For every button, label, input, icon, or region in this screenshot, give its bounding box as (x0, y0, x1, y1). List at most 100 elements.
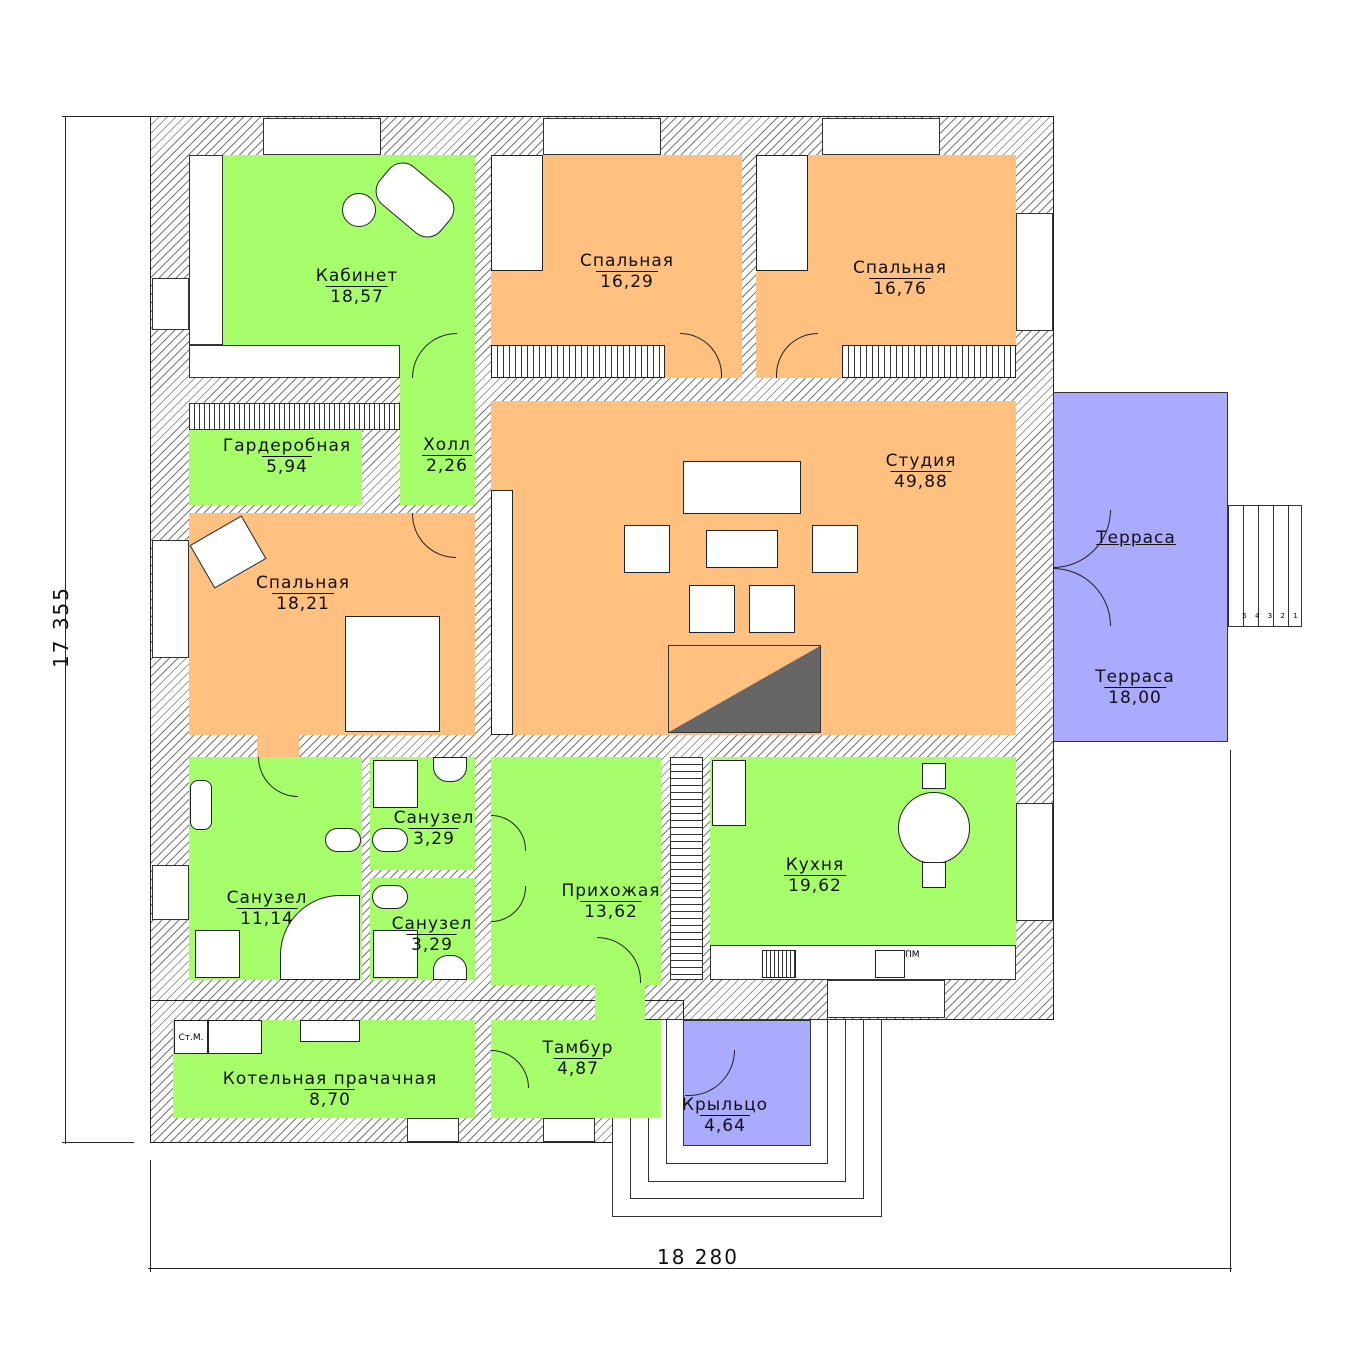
room-name: Спальная (579, 251, 675, 271)
room-name: Кабинет (315, 266, 399, 286)
room-name: Гардеробная (222, 436, 352, 456)
wardrobe (491, 345, 665, 378)
room-area: 3,29 (407, 934, 457, 955)
dimension-extension (150, 1160, 151, 1272)
window (1016, 803, 1053, 921)
step-number: 3 (1267, 612, 1273, 620)
window (543, 1118, 595, 1142)
width-dimension-line (148, 1268, 1232, 1269)
toilet (325, 828, 361, 852)
sofa (683, 461, 801, 514)
window (152, 865, 189, 920)
round-table (342, 193, 376, 227)
washbasin (433, 955, 467, 980)
washing-machine: Ст.М. (174, 1020, 208, 1054)
room-kitchen (710, 757, 1016, 945)
dimension-extension (62, 116, 152, 117)
room-name: Студия (885, 451, 957, 471)
room-area: 16,76 (869, 278, 931, 299)
kitchen-counter (710, 945, 1016, 980)
porch-step (666, 1019, 828, 1164)
step-number: 2 (1280, 612, 1286, 620)
room-name: Котельная прачачная (222, 1069, 438, 1089)
step-number: 4 (1254, 612, 1260, 620)
doorway (257, 735, 299, 757)
dimension-extension (62, 1142, 134, 1143)
room-area: 13,62 (580, 901, 642, 922)
room-name: Санузел (391, 914, 473, 934)
chair (922, 763, 946, 789)
boiler (300, 1020, 360, 1042)
height-dimension: 17 355 (48, 586, 73, 668)
room-area: 16,29 (596, 271, 658, 292)
shower (373, 930, 418, 978)
window (152, 278, 189, 330)
terrace-stairs (1228, 505, 1302, 627)
washbasins (190, 780, 212, 830)
room-name: Спальная (852, 258, 948, 278)
doorway (595, 985, 645, 1020)
dimension-extension (1230, 750, 1231, 1272)
chair (922, 862, 946, 888)
room-area: 18,21 (272, 593, 334, 614)
room-name: Спальная (255, 573, 351, 593)
label-terrace-door: Терраса (1096, 528, 1176, 548)
armchair (624, 525, 670, 573)
toilet (372, 828, 408, 852)
room-area: 8,70 (305, 1089, 355, 1110)
height-dimension-line (65, 116, 66, 1144)
width-dimension: 18 280 (657, 1245, 739, 1269)
room-name: Терраса (1095, 667, 1175, 687)
bed (491, 155, 543, 271)
hall-wardrobe (491, 490, 513, 735)
window (263, 118, 381, 155)
room-name: Прихожая (561, 881, 661, 901)
armchair (749, 585, 795, 633)
room-name: Тамбур (542, 1038, 614, 1058)
room-name: Холл (423, 435, 471, 455)
window (543, 118, 661, 155)
washbasin (433, 757, 467, 782)
kitchen-sink (875, 950, 905, 978)
window (407, 1118, 459, 1142)
window (1016, 213, 1053, 331)
shelf (189, 345, 400, 378)
room-area: 18,00 (1104, 687, 1166, 708)
window (822, 118, 940, 155)
room-name: Крыльцо (681, 1095, 769, 1115)
room-name: Санузел (226, 888, 308, 908)
bed (345, 616, 440, 732)
room-area: 11,14 (236, 908, 298, 929)
room-area: 18,57 (326, 286, 388, 307)
room-name: Санузел (393, 808, 475, 828)
room-garderobnaya (189, 430, 362, 505)
room-area: 19,62 (784, 875, 846, 896)
room-area: 4,64 (700, 1115, 750, 1136)
wardrobe-rail (189, 403, 400, 430)
shower (373, 760, 418, 808)
room-area: 49,88 (890, 471, 952, 492)
fireplace (668, 645, 821, 733)
wardrobe (842, 345, 1016, 378)
room-kabinet (223, 155, 475, 345)
armchair (689, 585, 735, 633)
room-area: 2,26 (422, 455, 472, 476)
fridge (712, 760, 746, 826)
room-area: 3,29 (409, 828, 459, 849)
room-terrace (1053, 392, 1228, 742)
window (827, 980, 945, 1018)
